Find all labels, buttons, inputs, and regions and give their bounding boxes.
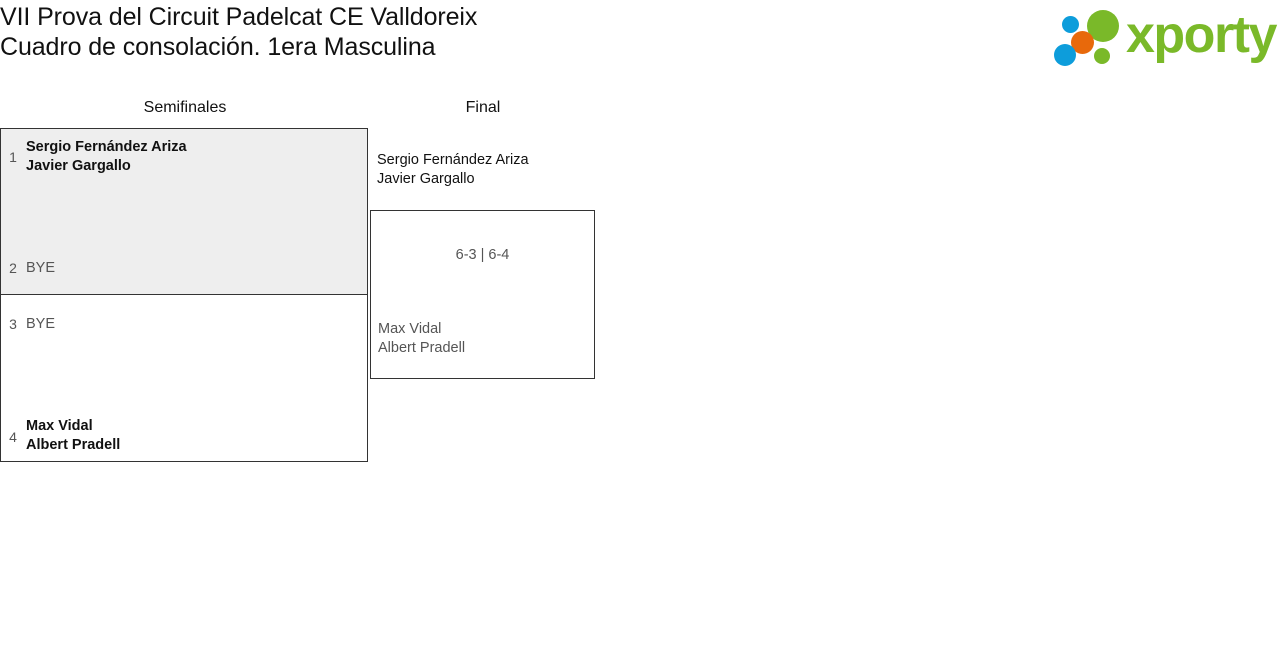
seed-number-4: 4 <box>9 429 17 445</box>
team-names-2: BYE <box>26 260 56 276</box>
logo-wordmark: xporty <box>1126 6 1277 64</box>
seed-number-1: 1 <box>9 149 17 165</box>
team-names-1: Sergio Fernández Ariza Javier Gargallo <box>26 139 187 174</box>
final-winner-names: Sergio Fernández Ariza Javier Gargallo <box>377 152 529 187</box>
logo-dot-orange-icon <box>1071 31 1094 54</box>
round-header-semifinales: Semifinales <box>143 99 227 116</box>
match-semifinal[interactable] <box>0 128 368 462</box>
seed-number-2: 2 <box>9 260 17 276</box>
team-names-4: Max Vidal Albert Pradell <box>26 418 121 453</box>
semifinal-match-2[interactable] <box>1 295 367 461</box>
logo-dot-blue-large-icon <box>1054 44 1076 66</box>
logo-dots-icon <box>1054 10 1130 66</box>
team-names-3: BYE <box>26 316 56 332</box>
final-runnerup-names: Max Vidal Albert Pradell <box>378 321 466 356</box>
semifinal-match-1[interactable] <box>1 129 367 295</box>
logo-dot-green-small-icon <box>1094 48 1110 64</box>
round-header-final: Final <box>465 99 501 116</box>
logo-dot-blue-small-icon <box>1062 16 1079 33</box>
match-final[interactable]: 6-3 | 6-4 Max Vidal Albert Pradell <box>370 210 595 379</box>
seed-number-3: 3 <box>9 316 17 332</box>
xporty-logo: xporty <box>1048 6 1277 68</box>
page-title: VII Prova del Circuit Padelcat CE Valldo… <box>0 3 478 61</box>
final-score: 6-3 | 6-4 <box>455 247 510 263</box>
page-header: VII Prova del Circuit Padelcat CE Valldo… <box>0 0 1280 80</box>
